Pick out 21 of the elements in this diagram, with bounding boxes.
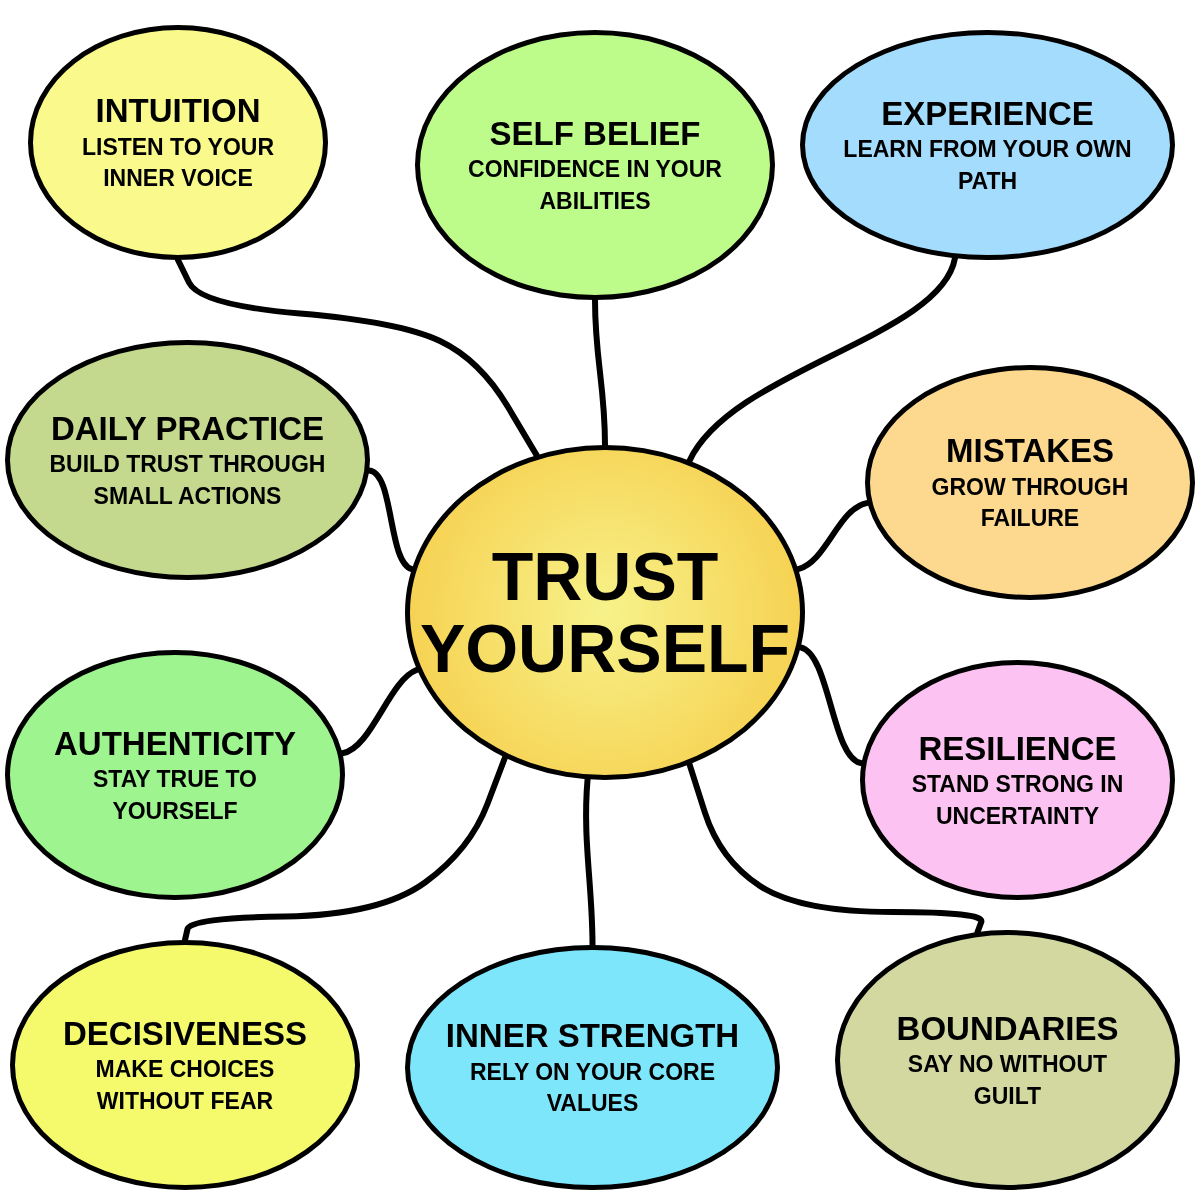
bubble-heading: INTUITION xyxy=(95,91,261,132)
bubble-heading: RESILIENCE xyxy=(918,728,1117,769)
bubble-text: GROW THROUGH FAILURE xyxy=(930,472,1130,534)
bubble-text: STAND STRONG IN UNCERTAINTY xyxy=(910,770,1125,831)
bubble-text: SAY NO WITHOUT GUILT xyxy=(906,1050,1109,1111)
bubble-heading: EXPERIENCE xyxy=(881,93,1094,134)
bubble-heading: DAILY PRACTICE xyxy=(50,408,325,449)
bubble-text: LEARN FROM YOUR OWN PATH xyxy=(842,135,1133,196)
bubble-heading: INNER STRENGTH xyxy=(445,1016,740,1057)
bubble-text: CONFIDENCE IN YOUR ABILITIES xyxy=(467,155,723,216)
bubble-text: STAY TRUE TO YOURSELF xyxy=(92,765,258,826)
bubble-heading: MISTAKES xyxy=(945,431,1115,472)
bubble-heading: DECISIVENESS xyxy=(63,1013,307,1054)
bubble-heading: SELF BELIEF xyxy=(489,113,701,154)
bubble-text: LISTEN TO YOUR INNER VOICE xyxy=(80,132,276,194)
bubble-heading: AUTHENTICITY xyxy=(54,723,296,764)
bubble-heading: BOUNDARIES xyxy=(896,1008,1119,1049)
bubble-text: BUILD TRUST THROUGH SMALL ACTIONS xyxy=(48,450,327,511)
bubble-text: RELY ON YOUR CORE VALUES xyxy=(469,1057,716,1119)
central-title: TRUST YOURSELF xyxy=(418,541,792,684)
bubble-text: MAKE CHOICES WITHOUT FEAR xyxy=(94,1055,276,1116)
